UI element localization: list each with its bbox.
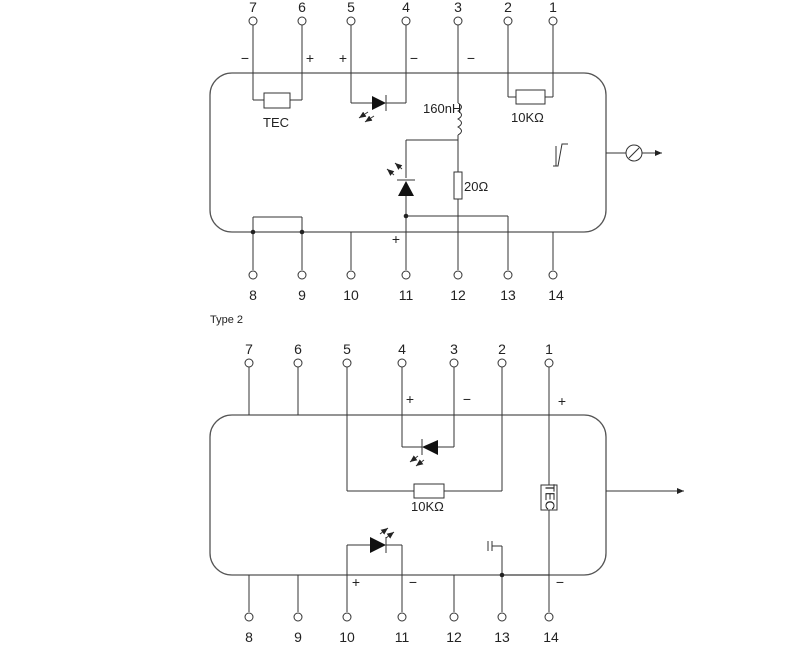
type1-pin-12: 12: [450, 287, 466, 303]
type2-pin-7: 7: [245, 341, 253, 357]
type2-pin-9: 9: [294, 629, 302, 645]
type1-resistor2-label: 20Ω: [464, 179, 488, 194]
type1-pin-14: 14: [548, 287, 564, 303]
type1-resistor-20: 20Ω: [453, 171, 488, 270]
type1-pin-11: 11: [399, 287, 414, 303]
type1-sign-7: −: [241, 50, 249, 66]
type1-sign-4: −: [410, 50, 418, 66]
type2-resistor-label: 10KΩ: [411, 499, 444, 514]
type1-tec: TEC: [253, 92, 302, 130]
type2-tec: TEC: [540, 484, 558, 612]
type2-pin-8: 8: [245, 629, 253, 645]
type2-pin-1: 1: [545, 341, 553, 357]
type1-laser-diode: [351, 95, 406, 123]
type1-pin-2: 2: [504, 0, 512, 15]
type2-sign-3: −: [463, 391, 471, 407]
type2-pin-12: 12: [446, 629, 462, 645]
type2-pin-11: 11: [395, 629, 410, 645]
type1-pin-10: 10: [343, 287, 359, 303]
type1-package: TEC 160nH 10KΩ: [209, 0, 662, 303]
type2-sign-10: +: [352, 574, 360, 590]
type1-bottom-pins: [248, 270, 558, 280]
type2-sign-1: +: [558, 393, 566, 409]
type1-sign-5: +: [339, 50, 347, 66]
type2-pin-6: 6: [294, 341, 302, 357]
type2-sign-14: −: [556, 574, 564, 590]
type2-package: 10KΩ TEC: [209, 341, 684, 645]
type1-pin-3: 3: [454, 0, 462, 15]
type1-sign-6: +: [306, 50, 314, 66]
type2-pin-14: 14: [543, 629, 559, 645]
type2-pin-10: 10: [339, 629, 355, 645]
type1-pin-13: 13: [500, 287, 516, 303]
type2-pin-3: 3: [450, 341, 458, 357]
type2-sign-11: −: [409, 574, 417, 590]
type1-thermistor: 10KΩ: [508, 89, 553, 125]
type1-inductor: 160nH: [423, 101, 462, 172]
type1-pin-7: 7: [249, 0, 257, 15]
type2-laser-diode: [402, 439, 454, 467]
type2-tec-label: TEC: [543, 484, 558, 510]
type2-caption: Type 2: [210, 314, 244, 326]
type1-photodiode: [386, 139, 458, 270]
type1-pin-4: 4: [402, 0, 410, 15]
type1-output: [553, 143, 662, 167]
type1-pin-8: 8: [249, 287, 257, 303]
type1-resistor-label: 10KΩ: [511, 110, 544, 125]
type1-inductor-label: 160nH: [423, 101, 461, 116]
type2-pin-2: 2: [498, 341, 506, 357]
type2-body: [209, 414, 607, 576]
type2-pin-4: 4: [398, 341, 406, 357]
type2-thermistor: 10KΩ: [347, 483, 502, 514]
type2-photodiode: [346, 527, 403, 612]
type1-pin-1: 1: [549, 0, 557, 15]
type1-sign-11: +: [392, 231, 400, 247]
type1-top-leads: [252, 25, 554, 103]
type1-tec-label: TEC: [263, 115, 289, 130]
type2-sign-4: +: [406, 391, 414, 407]
type2-capacitor: [487, 541, 549, 612]
type1-pin-9: 9: [298, 287, 306, 303]
type2-bottom-pins: [244, 612, 554, 622]
type1-sign-3: −: [467, 50, 475, 66]
type1-pin-5: 5: [347, 0, 355, 15]
type1-pin-6: 6: [298, 0, 306, 15]
type2-pin-13: 13: [494, 629, 510, 645]
type2-pin-5: 5: [343, 341, 351, 357]
type2-top-pins: [244, 358, 554, 368]
type1-top-pins: [248, 16, 558, 26]
